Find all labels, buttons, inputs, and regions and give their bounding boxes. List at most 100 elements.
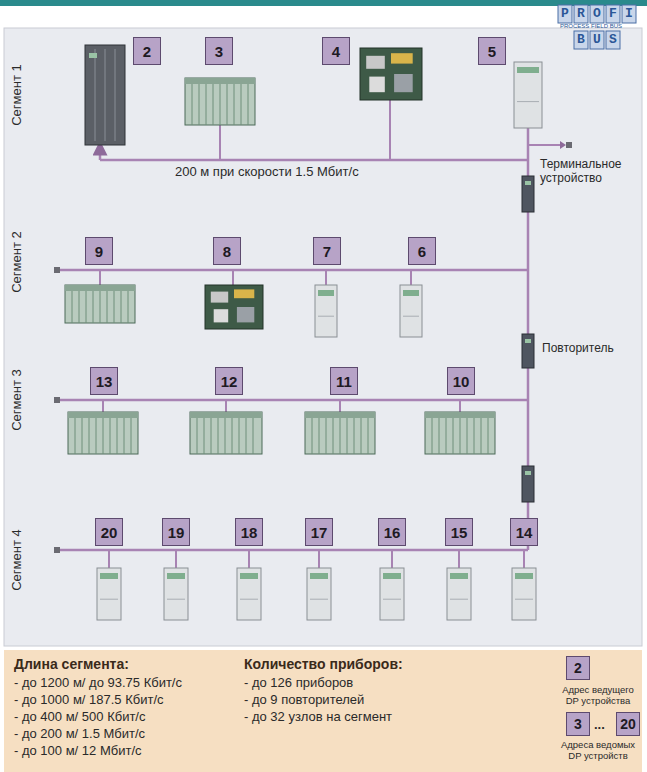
legend-description: Адреса ведомых DP устройств [554, 740, 642, 762]
drive-unit [97, 568, 121, 620]
address-number: 20 [101, 525, 118, 540]
module-edge [75, 418, 76, 454]
address-badge: 20 [95, 518, 123, 546]
bus-line [100, 159, 528, 162]
io-rack [305, 412, 375, 454]
drive-panel-edge [100, 599, 118, 600]
pcb-component [394, 74, 413, 92]
module-edge [232, 418, 233, 454]
logo-text: PROFI [561, 5, 641, 23]
module-edge [72, 291, 73, 323]
module-edge [192, 84, 193, 125]
status-led [89, 53, 97, 58]
module-edge [121, 291, 122, 323]
pcb-component [237, 307, 254, 322]
io-rack [65, 285, 135, 323]
drop-line [99, 270, 101, 285]
module-edge [354, 418, 355, 454]
address-number: 6 [418, 244, 426, 259]
drive-panel-edge [517, 101, 539, 102]
io-rack [185, 78, 255, 125]
address-badge: 4 [322, 37, 350, 65]
address-number: 7 [323, 244, 331, 259]
address-number: 12 [221, 374, 238, 389]
module-edge [115, 49, 116, 141]
module-edge [227, 84, 228, 125]
address-number: 18 [241, 525, 258, 540]
module-edge [114, 291, 115, 323]
drop-line [325, 270, 327, 285]
terminator-line [528, 144, 562, 146]
module-edge [204, 418, 205, 454]
drive-unit [447, 568, 471, 620]
address-badge: 2 [133, 37, 161, 65]
drive-display [310, 573, 328, 579]
address-badge: 8 [213, 237, 241, 265]
drive-unit [307, 568, 331, 620]
module-edge [110, 418, 111, 454]
bus-line [60, 399, 528, 402]
drop-line [225, 400, 227, 412]
drive-panel-edge [450, 599, 468, 600]
module-edge [333, 418, 334, 454]
drive-display [318, 290, 334, 296]
address-number: 17 [311, 525, 328, 540]
module-edge [246, 418, 247, 454]
bus-terminator [54, 267, 60, 273]
segment-label: Сегмент 1 [10, 50, 26, 140]
pcb-component [234, 289, 254, 298]
module-edge [340, 418, 341, 454]
address-number: 3 [574, 717, 582, 731]
address-badge: 10 [447, 367, 475, 395]
spec-line: - до 9 повторителей [244, 693, 364, 708]
module-edge [453, 418, 454, 454]
spec-line: - до 200 м/ 1.5 Мбит/с [14, 727, 145, 742]
drive-unit [514, 62, 542, 128]
module-edge [95, 49, 96, 141]
drive-panel-edge [310, 599, 328, 600]
spec-line: - до 1000 м/ 187.5 Кбит/с [14, 693, 164, 708]
module-edge [253, 418, 254, 454]
bus-terminator [54, 547, 60, 553]
spec-line: - до 1200 м/ до 93.75 Кбит/с [14, 676, 182, 691]
logo-subtitle: PROCESS FIELD BUS [560, 23, 622, 30]
bus-terminator [54, 397, 60, 403]
drive-display [383, 573, 401, 579]
drive-unit [512, 568, 536, 620]
pcb-board [360, 48, 422, 100]
address-badge: 13 [90, 367, 118, 395]
module-edge [128, 291, 129, 323]
module-edge [481, 418, 482, 454]
address-number: 19 [168, 525, 185, 540]
drive-unit [380, 568, 404, 620]
address-badge: 11 [330, 367, 358, 395]
module-edge [124, 418, 125, 454]
module-edge [213, 84, 214, 125]
module-edge [107, 291, 108, 323]
io-rack [190, 412, 262, 454]
drive-panel-edge [167, 599, 185, 600]
address-badge: 16 [378, 518, 406, 546]
io-rack [68, 412, 138, 454]
drop-line [108, 550, 110, 568]
drop-line [102, 400, 104, 412]
module-edge [347, 418, 348, 454]
drive-unit [315, 285, 337, 337]
drive-unit [400, 285, 422, 337]
drop-line [391, 550, 393, 568]
drop-line [458, 550, 460, 568]
drive-display [517, 67, 539, 73]
bus-line [60, 269, 528, 272]
address-number: 5 [488, 44, 496, 59]
repeater [522, 334, 534, 368]
module-edge [234, 84, 235, 125]
rack-rail [65, 285, 135, 291]
bus-terminator [566, 142, 572, 148]
segment-label: Сегмент 2 [10, 217, 26, 307]
segment-label: Сегмент 4 [10, 515, 26, 605]
panel-heading: Длина сегмента: [14, 656, 129, 672]
address-badge: 3 [566, 712, 590, 736]
module-edge [100, 291, 101, 323]
address-number: 20 [620, 717, 636, 731]
